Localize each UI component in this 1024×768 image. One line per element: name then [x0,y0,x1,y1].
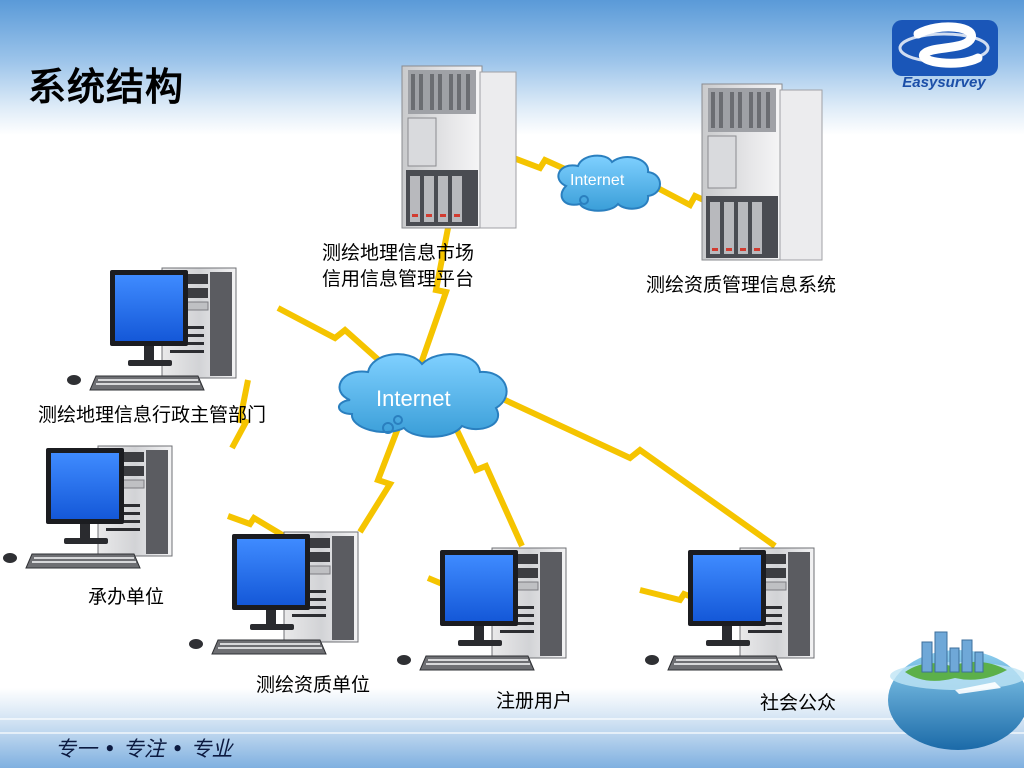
qualified-unit-label: 测绘资质单位 [256,674,371,696]
internet-cloud-secondary [557,154,661,212]
link-cloud-to-qualified [357,426,401,534]
link-contractor-to-qualified [226,513,286,539]
admin-department-label: 测绘地理信息行政主管部门 [38,404,267,426]
cloud-main-label: Internet [376,386,451,411]
link-server-to-main-cloud [415,227,451,373]
contractor-workstation-icon [3,445,173,569]
admin-workstation-icon [67,267,237,391]
public-workstation-icon [645,547,815,671]
footer-slogan: 专一 • 专注 • 专业 [55,737,233,761]
market-platform-server-icon [401,65,517,229]
public-label: 社会公众 [760,692,837,714]
slide-title: 系统结构 [28,65,185,109]
link-admin-to-cloud [276,305,394,375]
internet-cloud-main [338,353,508,438]
qualification-system-label: 测绘资质管理信息系统 [646,274,837,296]
contractor-label: 承办单位 [88,586,165,608]
qualified-unit-workstation-icon [189,531,359,655]
market-platform-label-line2: 信用信息管理平台 [322,268,475,290]
registered-user-workstation-icon [397,547,567,671]
globe-city-icon [888,631,1024,750]
link-admin-to-contractor [229,379,251,450]
easysurvey-logo-icon [892,20,998,76]
market-platform-label-line1: 测绘地理信息市场 [322,242,475,264]
link-cloud-to-registered [452,424,525,548]
link-cloud-to-public [503,397,777,549]
cloud-secondary-label: Internet [570,172,625,189]
qualification-system-server-icon [701,83,823,261]
footer-gradient [0,688,1024,768]
registered-user-label: 注册用户 [496,690,573,712]
logo-text: Easysurvey [902,74,986,91]
